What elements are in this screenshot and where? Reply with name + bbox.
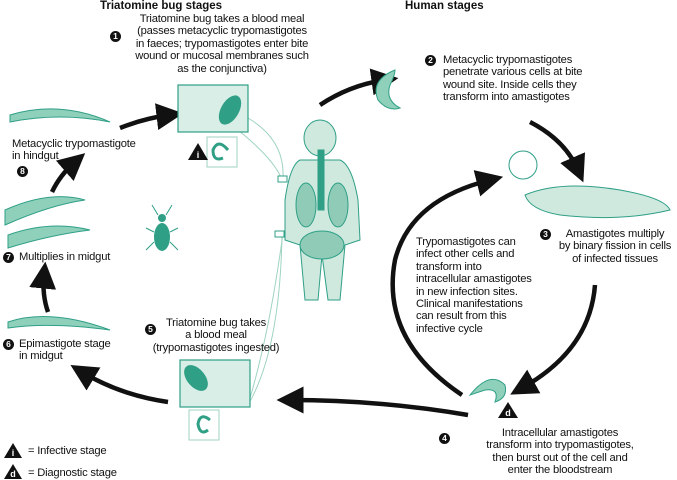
text-line: infective cycle [416, 322, 483, 335]
text-line: in faeces; trypomastigotes enter bite [135, 37, 309, 50]
step-number-1: 1 [110, 31, 121, 42]
svg-text:i: i [12, 448, 15, 458]
text-line: in midgut [19, 350, 63, 363]
text-line: transform into trypomastigotes, [486, 439, 634, 452]
legend-infective-label: = Infective stage [28, 445, 107, 457]
trypomastigote-step4 [468, 378, 506, 403]
header-bug-stages: Triatomine bug stages [100, 0, 223, 12]
connector-lines [237, 117, 284, 406]
text-line: wound site. Inside cells they [443, 78, 577, 91]
infected-cell [508, 150, 538, 180]
text-line: of infected tissues [572, 252, 658, 265]
svg-text:d: d [505, 408, 511, 418]
metacyclic-trypomastigote [9, 108, 111, 123]
text-line: Trypomastigotes can [416, 236, 516, 248]
step-1-text: Triatomine bug takes a blood meal (passe… [122, 13, 322, 75]
legend-diagnostic-label: = Diagnostic stage [28, 467, 117, 479]
bite-site-marker [277, 175, 288, 183]
arrow-8-to-1 [119, 103, 184, 131]
arrow-4-to-5 [276, 386, 469, 418]
text-line: by binary fission in cells [558, 240, 672, 253]
arrow-1-to-2 [318, 68, 399, 107]
arrow-3-to-4 [510, 284, 598, 395]
text-line: Intracellular amastigotes [501, 427, 619, 439]
epimastigote [7, 316, 111, 331]
step-3-text: Amastigotes multiply by binary fission i… [550, 228, 677, 265]
step-6-text: Epimastigote stage in midgut [19, 338, 111, 363]
infected-tissue [524, 185, 671, 219]
text-line: transform into [416, 260, 482, 273]
parasite-illustrations [4, 69, 671, 403]
multiplying-epimastigotes [4, 196, 91, 249]
infective-cycle-text: Trypomastigotes can infect other cells a… [416, 236, 532, 335]
arrow-7-to-8 [49, 153, 86, 193]
step-2-text: Metacyclic trypomastigotes penetrate var… [443, 54, 583, 104]
text-line: Triatomine bug takes a blood meal [139, 13, 305, 25]
arrow-6-to-7 [29, 261, 57, 313]
header-human-stages: Human stages [405, 0, 484, 12]
svg-text:d: d [10, 469, 16, 479]
text-line: as the conjunctiva) [177, 62, 267, 75]
text-line: wound or mucosal membranes such [135, 50, 309, 63]
infective-stage-marker: i [188, 143, 208, 160]
human-body-illustration [284, 119, 361, 301]
text-line: transform into amastigotes [443, 91, 570, 104]
arrow-2-to-3 [528, 119, 586, 183]
text-line: Metacyclic trypomastigote [12, 138, 136, 150]
arrow-5-to-6 [70, 365, 169, 405]
step-4-text: Intracellular amastigotes transform into… [450, 427, 670, 477]
svg-text:i: i [197, 150, 200, 160]
step-5-text: Triatomine bug takes a blood meal (trypo… [142, 317, 290, 354]
text-line: penetrate various cells at bite [443, 66, 583, 79]
text-line: a blood meal [185, 329, 247, 342]
text-line: then burst out of the cell and [492, 451, 628, 464]
text-line: infect other cells and [416, 248, 515, 261]
step-number-8: 8 [17, 166, 28, 177]
trypomastigote-step2 [375, 69, 402, 110]
step-number-2: 2 [425, 55, 436, 66]
step-number-6: 6 [3, 339, 14, 350]
cycle-arrows [29, 68, 598, 418]
bite-site-marker [274, 230, 285, 238]
bug-feeding-inset-1 [177, 84, 249, 168]
triatomine-bug-illustration [145, 204, 179, 251]
step-number-7: 7 [3, 252, 14, 263]
text-line: (passes metacyclic trypomastigotes [137, 25, 307, 38]
text-line: intracellular amastigotes [416, 273, 532, 286]
text-line: Epimastigote stage [19, 338, 111, 350]
text-line: Amastigotes multiply [565, 228, 665, 240]
legend-symbols: i d [4, 443, 22, 479]
text-line: in new infection sites. [416, 285, 518, 298]
text-line: in hindgut [12, 150, 59, 163]
step-7-text: Multiplies in midgut [19, 251, 110, 263]
text-line: enter the bloodstream [507, 464, 613, 477]
arrow-4-to-cycle [390, 170, 504, 397]
text-line: can result from this [416, 310, 507, 323]
bug-feeding-inset-5 [179, 359, 251, 441]
text-line: Triatomine bug takes [165, 317, 267, 329]
text-line: Metacyclic trypomastigotes [443, 54, 573, 66]
text-line: Multiplies in midgut [19, 251, 111, 263]
step-8-text: Metacyclic trypomastigote in hindgut [12, 138, 136, 163]
diagnostic-stage-marker: d [498, 402, 518, 418]
text-line: (trypomastigotes ingested) [152, 341, 280, 354]
step-number-3: 3 [540, 229, 551, 240]
step-number-5: 5 [145, 324, 156, 335]
text-line: Clinical manifestations [416, 298, 523, 311]
step-number-4: 4 [439, 433, 450, 444]
